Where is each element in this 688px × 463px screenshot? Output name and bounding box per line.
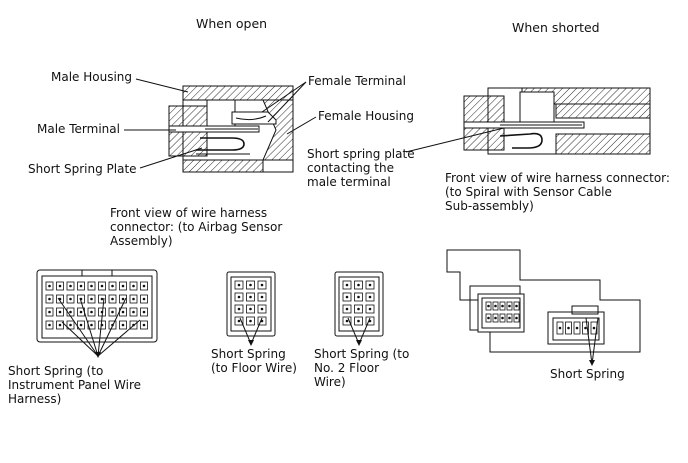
terminal-pin — [100, 297, 104, 301]
terminal-pin — [132, 297, 135, 301]
airbag-connector-large — [36, 269, 158, 358]
terminal-pin — [48, 310, 51, 314]
terminal-pin — [100, 284, 104, 288]
terminal-pin — [494, 316, 497, 320]
terminal-pin — [368, 307, 372, 311]
terminal-pin — [357, 307, 360, 311]
terminal-pin — [567, 326, 570, 330]
label-female-terminal: Female Terminal — [308, 74, 406, 88]
terminal-pin — [487, 304, 490, 308]
terminal-pin — [58, 284, 62, 288]
floor2-wire-connector — [334, 271, 384, 346]
terminal-pin — [79, 284, 83, 288]
terminal-pin — [249, 307, 252, 311]
terminal-pin — [48, 297, 51, 301]
terminal-pin — [345, 295, 349, 299]
title-when-open: When open — [196, 16, 268, 31]
terminal-pin — [58, 323, 62, 327]
terminal-pin — [48, 284, 51, 288]
terminal-pin — [357, 283, 360, 287]
terminal-pin — [121, 284, 125, 288]
terminal-pin — [357, 319, 360, 323]
terminal-pin — [368, 283, 372, 287]
label-short-spring-spiral: Short Spring — [550, 367, 625, 381]
terminal-pin — [142, 310, 146, 314]
label-male-terminal: Male Terminal — [37, 122, 120, 136]
terminal-pin — [121, 297, 125, 301]
terminal-pin — [142, 284, 146, 288]
terminal-pin — [575, 326, 579, 330]
terminal-pin — [142, 323, 146, 327]
label-short-spring-instrument: Short Spring (to Instrument Panel Wire H… — [8, 364, 142, 406]
label-male-housing: Male Housing — [51, 70, 133, 84]
terminal-pin — [69, 310, 72, 314]
terminal-pin — [69, 323, 72, 327]
terminal-pin — [69, 284, 72, 288]
terminal-pin — [584, 326, 587, 330]
terminal-pin — [90, 297, 93, 301]
floor-wire-connector — [226, 271, 276, 346]
terminal-pin — [249, 295, 252, 299]
terminal-pin — [111, 284, 114, 288]
label-contact-note: Short spring plate contacting the male t… — [307, 147, 415, 189]
terminal-pin — [357, 295, 360, 299]
terminal-pin — [260, 307, 264, 311]
terminal-pin — [249, 283, 252, 287]
terminal-pin — [237, 283, 241, 287]
terminal-pin — [237, 307, 241, 311]
terminal-pin — [260, 295, 264, 299]
terminal-pin — [111, 297, 114, 301]
terminal-pin — [515, 316, 518, 320]
terminal-pin — [48, 323, 51, 327]
terminal-pin — [142, 297, 146, 301]
terminal-pin — [237, 295, 241, 299]
terminal-pin — [501, 304, 504, 308]
caption-spiral-connector: Front view of wire harness connector: (t… — [445, 171, 670, 213]
terminal-pin — [501, 316, 504, 320]
terminal-pin — [260, 283, 264, 287]
shorted-connector-section — [405, 87, 651, 155]
terminal-pin — [121, 323, 125, 327]
terminal-pin — [345, 319, 349, 323]
terminal-pin — [515, 304, 518, 308]
label-short-spring-plate: Short Spring Plate — [28, 162, 137, 176]
terminal-pin — [494, 304, 497, 308]
terminal-pin — [121, 310, 125, 314]
terminal-pin — [508, 316, 511, 320]
terminal-pin — [79, 310, 83, 314]
terminal-pin — [345, 307, 349, 311]
terminal-pin — [90, 310, 93, 314]
spiral-connector — [446, 249, 641, 366]
title-when-shorted: When shorted — [512, 20, 600, 35]
terminal-pin — [508, 304, 511, 308]
open-connector-section — [124, 78, 317, 173]
label-short-spring-floor2: Short Spring (to No. 2 Floor Wire) — [314, 347, 410, 389]
label-short-spring-floor: Short Spring (to Floor Wire) — [211, 347, 297, 375]
terminal-pin — [345, 283, 349, 287]
terminal-pin — [132, 310, 135, 314]
terminal-pin — [69, 297, 72, 301]
terminal-pin — [368, 295, 372, 299]
terminal-pin — [111, 310, 114, 314]
terminal-pin — [558, 326, 562, 330]
terminal-pin — [132, 284, 135, 288]
terminal-pin — [79, 323, 83, 327]
terminal-pin — [592, 326, 596, 330]
terminal-pin — [487, 316, 490, 320]
caption-airbag-connector: Front view of wire harness connector: (t… — [110, 206, 283, 248]
terminal-pin — [237, 319, 241, 323]
terminal-pin — [58, 310, 62, 314]
label-female-housing: Female Housing — [318, 109, 414, 123]
terminal-pin — [90, 284, 93, 288]
terminal-pin — [249, 319, 252, 323]
terminal-pin — [90, 323, 93, 327]
